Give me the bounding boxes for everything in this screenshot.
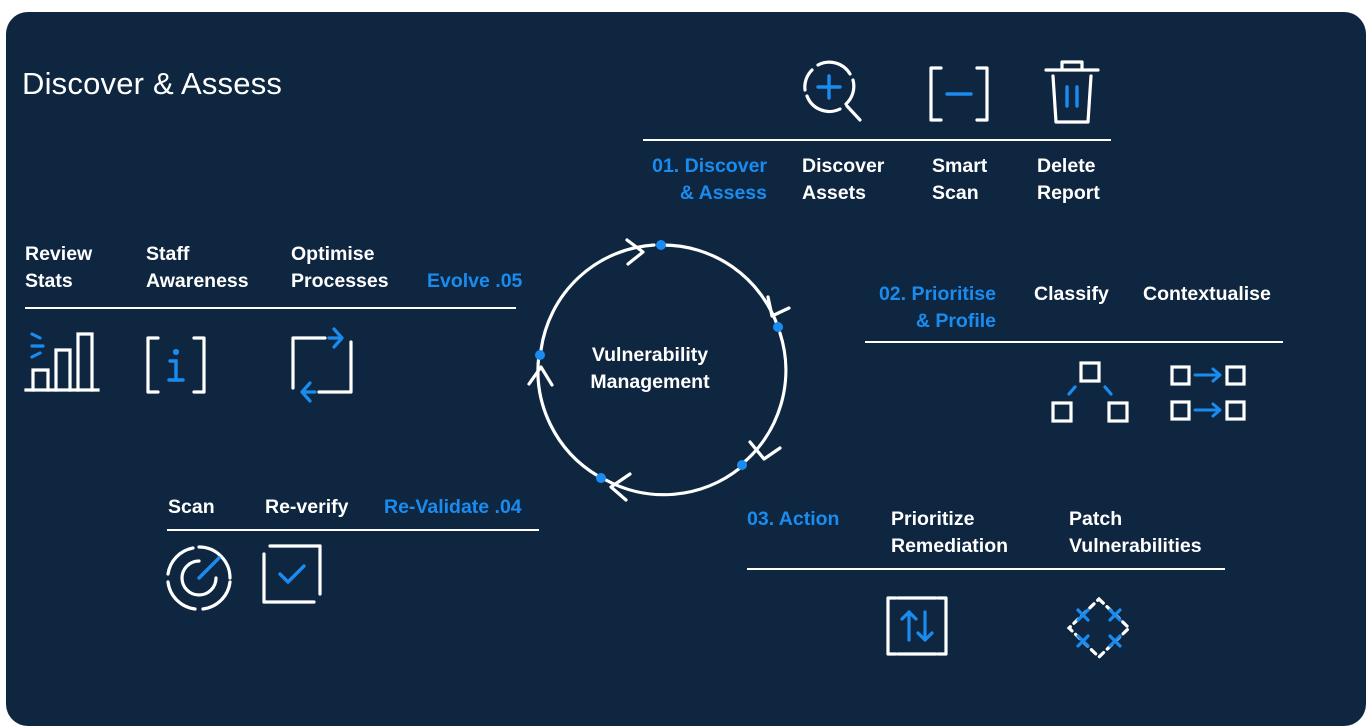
smart-scan-line2: Scan <box>932 182 979 204</box>
action-rule <box>747 568 1225 570</box>
discover-step-line2: & Assess <box>679 182 767 204</box>
review-stats-label: Review Stats <box>25 241 92 295</box>
discover-assets-label: Discover Assets <box>802 153 884 207</box>
patch-vulnerabilities-line2: Vulnerabilities <box>1069 535 1202 557</box>
staff-awareness-line1: Staff <box>146 243 190 265</box>
prioritise-rule <box>865 341 1283 343</box>
optimise-processes-label: Optimise Processes <box>291 241 389 295</box>
optimise-processes-line2: Processes <box>291 270 389 292</box>
evolve-rule <box>25 307 516 309</box>
evolve-step-label: Evolve .05 <box>427 270 523 292</box>
center-label-line2: Management <box>590 371 710 393</box>
prioritize-remediation-line2: Remediation <box>891 535 1009 557</box>
staff-awareness-line2: Awareness <box>146 270 249 292</box>
smart-scan-line1: Smart <box>932 155 988 177</box>
center-label: Vulnerability Management <box>560 342 740 396</box>
page-title: Discover & Assess <box>22 66 283 101</box>
patch-vulnerabilities-line1: Patch <box>1069 508 1123 530</box>
prioritise-step-line1: 02. Prioritise <box>878 283 996 305</box>
revalidate-step-label: Re-Validate .04 <box>384 496 522 518</box>
diagram-panel <box>6 12 1366 726</box>
info-icon <box>146 336 206 394</box>
bracket-minus-icon <box>929 66 989 122</box>
revalidate-rule <box>167 529 539 531</box>
discover-step-line1: 01. Discover <box>652 155 767 177</box>
hierarchy-icon <box>1051 361 1129 423</box>
discover-rule <box>643 139 1111 141</box>
scan-label: Scan <box>168 496 215 518</box>
review-stats-line2: Stats <box>25 270 73 292</box>
discover-assets-line2: Assets <box>802 182 866 204</box>
delete-report-line1: Delete <box>1037 155 1096 177</box>
patch-vulnerabilities-label: Patch Vulnerabilities <box>1069 506 1202 560</box>
search-plus-icon <box>803 60 862 122</box>
mapping-icon <box>1170 365 1246 421</box>
prioritize-remediation-label: Prioritize Remediation <box>891 506 1008 560</box>
classify-label: Classify <box>1034 283 1109 305</box>
discover-step-label: 01. Discover & Assess <box>600 153 767 207</box>
bar-chart-icon <box>24 332 100 392</box>
delete-report-label: Delete Report <box>1037 153 1100 207</box>
prioritise-step-label: 02. Prioritise & Profile <box>820 281 996 335</box>
checkbox-icon <box>262 544 322 604</box>
trash-icon <box>1044 60 1100 124</box>
patch-icon <box>1066 596 1132 660</box>
contextualise-label: Contextualise <box>1143 283 1271 305</box>
radar-icon <box>166 545 232 611</box>
smart-scan-label: Smart Scan <box>932 153 987 207</box>
action-step-label: 03. Action <box>747 508 840 530</box>
staff-awareness-label: Staff Awareness <box>146 241 249 295</box>
review-stats-line1: Review <box>25 243 93 265</box>
discover-assets-line1: Discover <box>802 155 885 177</box>
optimise-processes-line1: Optimise <box>291 243 375 265</box>
delete-report-line2: Report <box>1037 182 1100 204</box>
sort-arrows-icon <box>886 596 948 656</box>
cycle-arrows-icon <box>291 327 353 403</box>
prioritise-step-line2: & Profile <box>915 310 996 332</box>
center-label-line1: Vulnerability <box>591 344 709 366</box>
re-verify-label: Re-verify <box>265 496 349 518</box>
prioritize-remediation-line1: Prioritize <box>891 508 975 530</box>
